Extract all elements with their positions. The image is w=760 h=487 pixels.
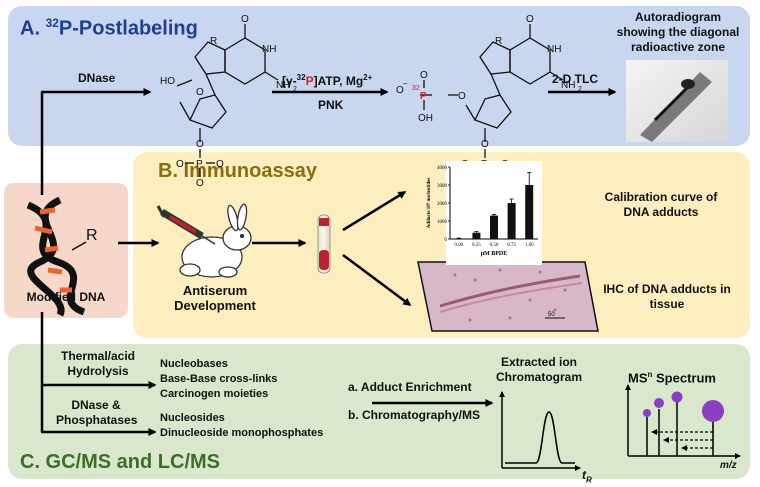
chart-y-tick-label: 2000: [437, 202, 448, 207]
list-item: Carcinogen moieties: [160, 388, 269, 400]
panel-gc-lc-ms: [8, 344, 750, 479]
svg-text:O: O: [526, 14, 534, 25]
nucleotide-bisphosphate: [420, 24, 564, 177]
chart-x-axis-label: μM BPDE: [481, 251, 508, 257]
chart-x-tick-label: 0.00: [454, 243, 463, 248]
autoradiogram-image: [626, 60, 728, 142]
modified-dna-label: Modified DNA: [26, 290, 106, 304]
svg-text:–: –: [403, 79, 408, 88]
chart-y-axis-label: Adducts/10⁸ nucleotides: [426, 178, 432, 229]
svg-text:OH: OH: [418, 113, 433, 124]
svg-text:2: 2: [293, 86, 297, 93]
nucleotide-3p-labels: R O NH NH 2 HO O O P O O O: [160, 14, 297, 189]
svg-text:O: O: [216, 159, 224, 170]
chromatogram-plot: [499, 391, 581, 471]
msn-label: MSn Spectrum: [628, 370, 716, 386]
svg-text:O: O: [458, 91, 466, 102]
svg-text:O: O: [241, 14, 249, 25]
chart-y-tick-label: 0: [445, 238, 448, 243]
trunk-arrows: [40, 88, 617, 436]
tlc-label: 2-D TLC: [552, 72, 598, 86]
dna-r-label: R: [86, 227, 98, 244]
svg-text:NH: NH: [262, 44, 276, 55]
chart-bar: [525, 185, 534, 239]
chart-y-tick-label: 3000: [437, 184, 448, 189]
dnase-phosphatases-label: DNase & Phosphatases: [56, 398, 138, 427]
chart-bar: [472, 232, 481, 239]
svg-text:R: R: [210, 36, 217, 47]
ihc-scale-label: 50: [548, 312, 555, 318]
mz-axis-label: m/z: [720, 460, 737, 471]
svg-text:P: P: [420, 91, 427, 102]
svg-text:R: R: [495, 36, 502, 47]
thermal-hydrolysis-label: Thermal/acid Hydrolysis: [60, 349, 136, 378]
rabbit-icon: [179, 203, 252, 278]
eic-label: Extracted ion Chromatogram: [495, 355, 582, 384]
list-item: Nucleobases: [160, 358, 228, 370]
list-item: Dinucleoside monophosphates: [160, 427, 324, 439]
calibration-label: Calibration curve of DNA adducts: [604, 190, 718, 219]
list-item: Nucleosides: [160, 412, 225, 424]
dna-helix-icon: [26, 196, 87, 317]
svg-text:O: O: [396, 85, 404, 96]
svg-text:O: O: [176, 159, 184, 170]
dnase-label: DNase: [78, 71, 116, 85]
chart-y-tick-label: 1000: [437, 220, 448, 225]
step-a-label: a. Adduct Enrichment: [348, 380, 472, 394]
list-item: Base-Base cross-links: [160, 373, 278, 385]
svg-text:O: O: [196, 87, 204, 98]
nucleotide-3p-monophosphate: [176, 24, 279, 177]
svg-text:O: O: [196, 178, 204, 189]
chart-bar: [490, 215, 498, 239]
svg-text:O: O: [481, 139, 489, 150]
tr-axis-label: tR: [582, 468, 592, 485]
svg-text:32: 32: [412, 85, 420, 92]
modified-dna-box: [4, 183, 128, 318]
chart-x-tick-label: 0.25: [472, 243, 481, 248]
ihc-label: IHC of DNA adducts in tissue: [603, 282, 731, 311]
panel-b-title: B. Immunoassay: [158, 160, 317, 182]
ihc-tissue-image: [417, 261, 599, 332]
svg-text:P: P: [196, 159, 203, 170]
nucleosides-list: Nucleosides Dinucleoside monophosphates: [160, 411, 323, 441]
svg-text:NH: NH: [547, 44, 561, 55]
nucleobases-list: Nucleobases Base-Base cross-links Carcin…: [160, 357, 277, 402]
pnk-label: PNK: [318, 98, 344, 112]
syringe-icon: [156, 205, 216, 245]
chart-bar: [507, 203, 516, 239]
chart-x-tick-label: 0.50: [490, 243, 499, 248]
antiserum-label: Antiserum Development: [174, 283, 256, 313]
panel-a-title: A. 32P-Postlabeling: [20, 16, 198, 40]
panel-c-title: C. GC/MS and LC/MS: [20, 451, 220, 473]
autoradiogram-label: Autoradiogram showing the diagonal radio…: [616, 10, 740, 54]
svg-text:NH: NH: [561, 80, 575, 91]
step-b-label: b. Chromatography/MS: [348, 408, 481, 422]
svg-text:O: O: [420, 70, 428, 81]
atp-reagent-label: [γ-32P]ATP, Mg2+: [282, 73, 373, 88]
svg-text:NH: NH: [276, 80, 290, 91]
msn-spectrum-plot: [625, 384, 741, 459]
svg-text:O: O: [196, 139, 204, 150]
chart-x-tick-label: 0.75: [507, 243, 516, 248]
svg-text:HO: HO: [160, 76, 175, 87]
test-tube-icon: [317, 214, 331, 274]
chart-x-tick-label: 1.00: [525, 243, 534, 248]
chart-y-tick-label: 4000: [437, 166, 448, 171]
svg-text:2: 2: [578, 86, 582, 93]
